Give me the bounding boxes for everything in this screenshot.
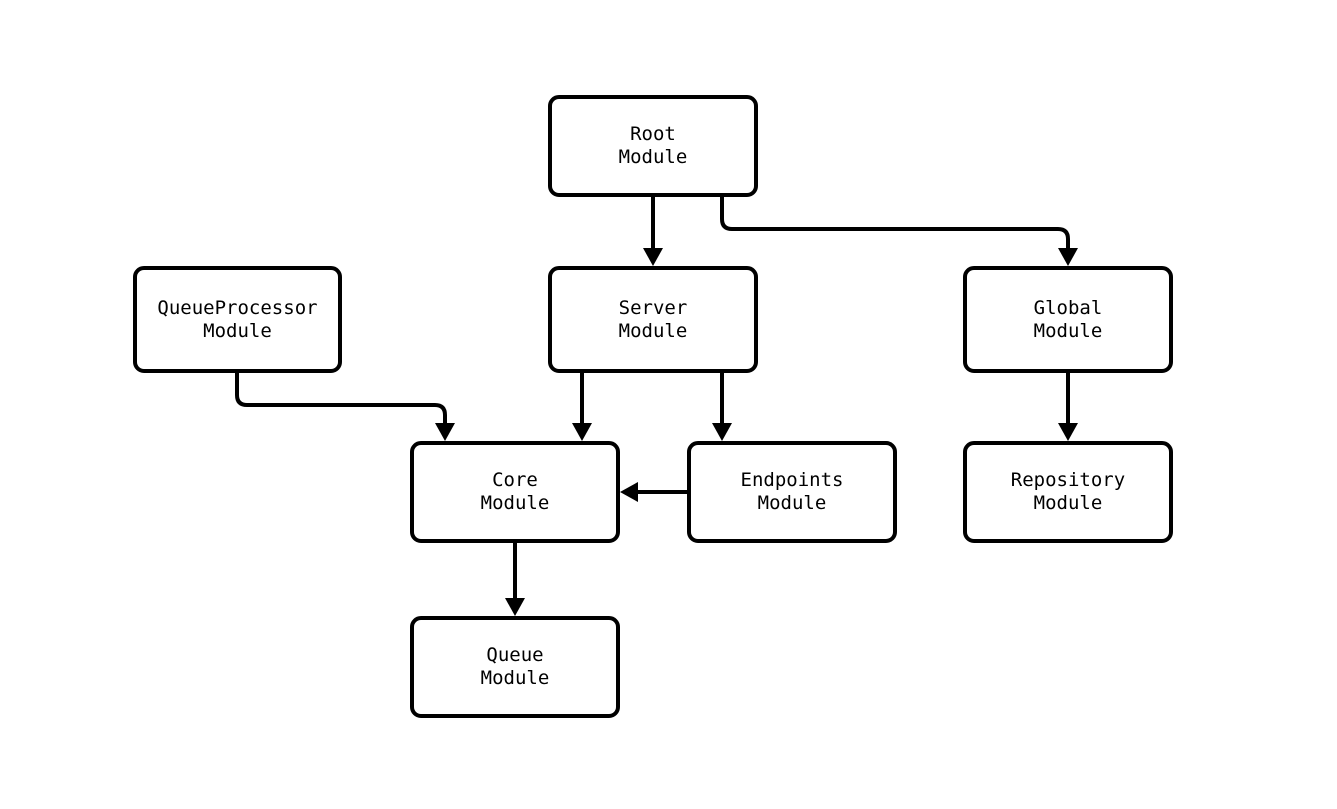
edge-root-to-global <box>720 197 1078 266</box>
node-endpoints-module[interactable]: Endpoints Module <box>687 441 897 543</box>
node-global-module-kind: Module <box>1033 319 1103 342</box>
node-queueprocessor-module[interactable]: QueueProcessor Module <box>133 266 342 373</box>
edge-global-to-repository <box>1058 373 1078 441</box>
edge-server-to-core <box>572 373 592 441</box>
edge-root-to-server <box>643 197 663 266</box>
node-core-module[interactable]: Core Module <box>410 441 620 543</box>
edge-core-to-queue <box>505 543 525 616</box>
node-global-module-name: Global <box>1033 296 1103 319</box>
node-repository-module-kind: Module <box>1033 492 1103 514</box>
node-repository-module-name: Repository <box>1010 469 1126 491</box>
edge-endpoints-to-core <box>620 482 687 502</box>
node-queue-module[interactable]: Queue Module <box>410 616 620 718</box>
node-endpoints-module-name: Endpoints <box>740 469 844 491</box>
node-server-module[interactable]: Server Module <box>548 266 758 373</box>
node-global-module[interactable]: Global Module <box>963 266 1173 373</box>
node-queue-module-name: Queue <box>486 644 544 666</box>
edge-queueprocessor-to-core <box>235 373 455 441</box>
node-server-module-kind: Module <box>618 319 688 342</box>
node-root-module[interactable]: Root Module <box>548 95 758 197</box>
node-queueprocessor-module-kind: Module <box>203 319 272 342</box>
node-queueprocessor-module-name: QueueProcessor <box>157 296 318 319</box>
node-server-module-name: Server <box>618 296 688 319</box>
edge-server-to-endpoints <box>712 373 732 441</box>
node-repository-module[interactable]: Repository Module <box>963 441 1173 543</box>
node-root-module-name: Root <box>630 123 676 145</box>
node-core-module-name: Core <box>492 469 538 491</box>
node-core-module-kind: Module <box>480 492 550 514</box>
node-root-module-kind: Module <box>618 146 688 168</box>
node-queue-module-kind: Module <box>480 667 550 689</box>
node-endpoints-module-kind: Module <box>757 492 827 514</box>
